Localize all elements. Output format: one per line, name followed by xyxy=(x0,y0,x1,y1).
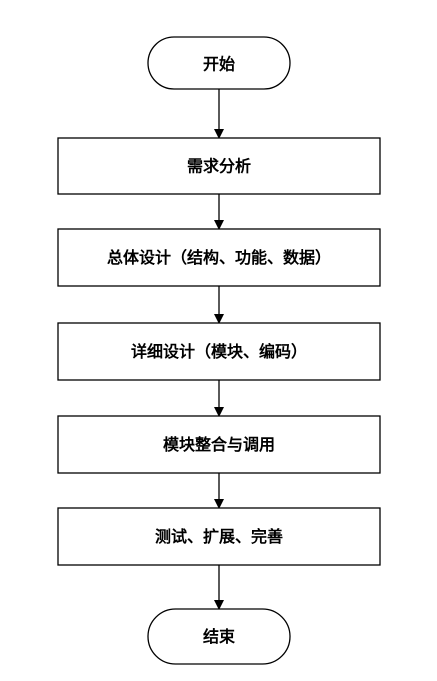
step-label: 模块整合与调用 xyxy=(163,435,275,454)
end-label: 结束 xyxy=(202,627,236,646)
step-label: 详细设计（模块、编码） xyxy=(131,342,307,361)
start-label: 开始 xyxy=(203,55,235,74)
step-module-integration: 模块整合与调用 xyxy=(57,415,381,474)
start-terminal: 开始 xyxy=(147,36,291,90)
step-detailed-design: 详细设计（模块、编码） xyxy=(57,322,381,381)
step-label: 需求分析 xyxy=(187,157,251,176)
end-terminal: 结束 xyxy=(147,608,291,665)
step-overall-design: 总体设计（结构、功能、数据） xyxy=(57,228,381,287)
step-label: 测试、扩展、完善 xyxy=(155,527,283,546)
step-testing-extension: 测试、扩展、完善 xyxy=(57,507,381,566)
step-requirements-analysis: 需求分析 xyxy=(57,137,381,195)
step-label: 总体设计（结构、功能、数据） xyxy=(107,248,331,267)
